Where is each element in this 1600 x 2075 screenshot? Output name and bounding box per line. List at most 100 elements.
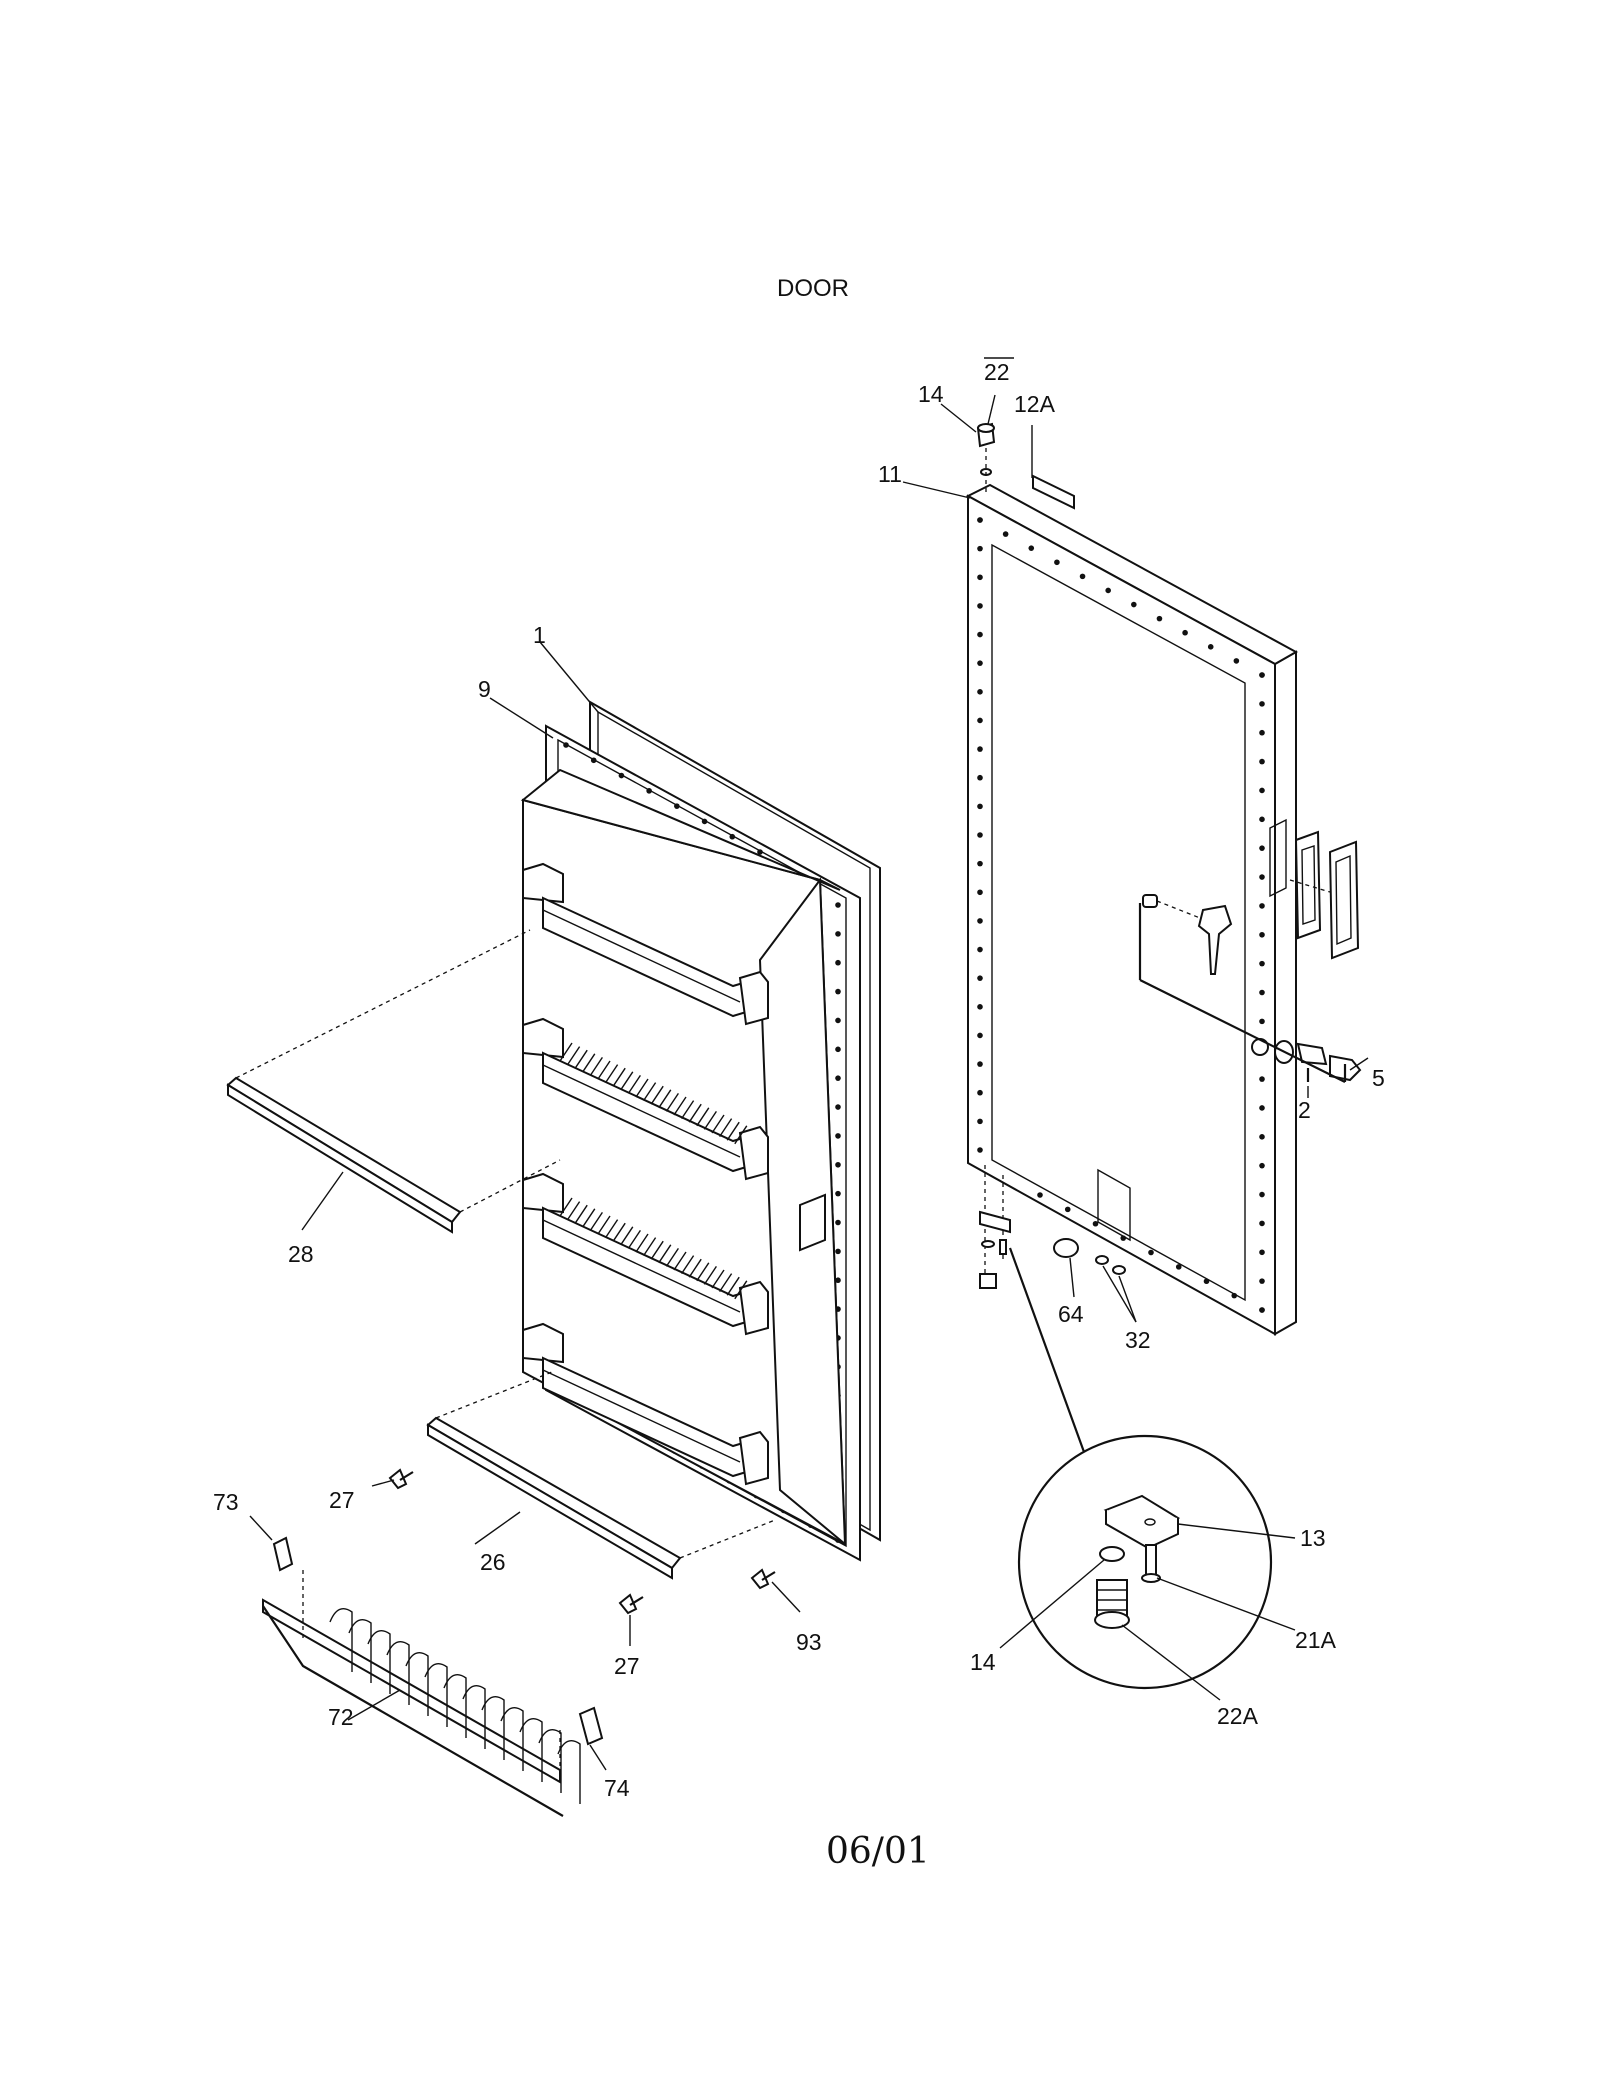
lock-assembly <box>1138 894 1362 1083</box>
bolt-hole <box>977 545 983 552</box>
liner-shelves <box>522 862 769 1486</box>
bolt-hole <box>1203 1278 1210 1285</box>
basket-rib <box>462 1685 486 1749</box>
bolt-hole <box>1259 1134 1265 1140</box>
label-2: 2 <box>1298 1097 1311 1123</box>
bolt-hole <box>1175 1264 1182 1270</box>
bolt-hole <box>977 1089 983 1096</box>
bolt-hole <box>977 1004 983 1010</box>
bolt-hole <box>701 818 708 825</box>
bolt-hole <box>977 946 983 953</box>
bolt-hole <box>977 574 983 581</box>
label-1: 1 <box>533 622 546 648</box>
bolt-hole <box>977 717 983 724</box>
bolt-hole <box>1259 1307 1265 1313</box>
bolt-hole <box>1259 931 1265 938</box>
bottom-hinge-parts <box>979 1165 1126 1453</box>
bolt-hole <box>674 803 680 809</box>
bolt-hole <box>977 603 983 609</box>
bolt-hole <box>757 849 763 855</box>
bolt-hole <box>835 1104 841 1110</box>
bolt-hole <box>618 772 625 779</box>
label-72: 72 <box>328 1704 354 1730</box>
bolt-hole <box>1259 672 1265 678</box>
label-22a: 22A <box>1217 1703 1259 1729</box>
label-9: 9 <box>478 676 491 702</box>
liner-shelf <box>522 1322 769 1486</box>
label-14-detail: 14 <box>970 1649 996 1675</box>
bolt-hole <box>1156 615 1163 622</box>
bolt-hole <box>835 1277 841 1284</box>
bolt-hole <box>977 517 983 523</box>
label-64: 64 <box>1058 1301 1084 1327</box>
outer-door-panel <box>965 483 1299 1336</box>
bolt-hole <box>1054 559 1060 566</box>
basket-rib <box>538 1729 562 1793</box>
bolt-hole <box>977 975 983 981</box>
basket-rib <box>405 1652 429 1716</box>
basket-rib <box>367 1630 391 1694</box>
basket-rib <box>329 1608 353 1672</box>
handle-assembly <box>1289 830 1360 960</box>
bolt-hole <box>1259 1278 1265 1284</box>
liner-shelf <box>522 1172 769 1336</box>
screws <box>388 1468 776 1615</box>
basket-rib <box>519 1718 543 1782</box>
bolt-hole <box>1259 729 1265 736</box>
label-11: 11 <box>878 461 902 487</box>
bolt-hole <box>977 918 983 924</box>
bolt-hole <box>1259 787 1265 794</box>
label-27-left: 27 <box>329 1487 355 1513</box>
bolt-hole <box>977 832 983 838</box>
bolt-hole <box>977 803 983 810</box>
basket-rib <box>500 1707 524 1771</box>
bolt-hole <box>835 1248 841 1255</box>
bolt-hole <box>1259 874 1265 880</box>
bolt-hole <box>1259 1018 1265 1025</box>
diagram-title: DOOR <box>777 275 849 302</box>
bolt-hole <box>729 833 736 840</box>
top-hinge-parts <box>976 422 1075 510</box>
bolt-hole <box>1259 701 1265 707</box>
bolt-hole <box>1259 903 1265 909</box>
bolt-hole <box>977 631 983 638</box>
bolt-hole <box>1182 629 1188 636</box>
label-26: 26 <box>480 1549 506 1575</box>
bolt-hole <box>977 1147 983 1153</box>
bolt-hole <box>1259 1105 1265 1111</box>
bolt-hole <box>1259 1162 1265 1169</box>
bolt-hole <box>1259 1249 1265 1256</box>
part-labels: 1 9 11 12A 14 22 5 2 64 32 13 21A 22A 14… <box>213 357 1385 1801</box>
label-27-bottom: 27 <box>614 1653 640 1679</box>
label-12a: 12A <box>1014 391 1056 417</box>
bolt-hole <box>1259 989 1265 996</box>
label-73: 73 <box>213 1489 239 1515</box>
bolt-hole <box>563 742 569 748</box>
basket-rib <box>481 1696 505 1760</box>
label-13: 13 <box>1300 1525 1326 1551</box>
liner-shelf <box>522 862 769 1026</box>
label-28: 28 <box>288 1241 314 1267</box>
footer-date: 06/01 <box>826 1831 930 1872</box>
bolt-hole <box>1259 1191 1265 1198</box>
bolt-hole <box>977 746 983 752</box>
label-21a: 21A <box>1295 1627 1337 1653</box>
bolt-hole <box>977 660 983 666</box>
liner-shelf <box>522 1017 769 1181</box>
bolt-hole <box>835 902 841 908</box>
bolt-hole <box>835 931 841 937</box>
bolt-hole <box>1105 587 1111 594</box>
bolt-hole <box>1037 1192 1043 1198</box>
bolt-hole <box>835 1161 841 1168</box>
bolt-hole <box>1028 545 1035 551</box>
bolt-hole <box>977 774 983 781</box>
label-14-top: 14 <box>918 381 944 407</box>
basket-rib <box>386 1641 410 1705</box>
bolt-hole <box>835 1075 841 1081</box>
bolt-hole <box>1259 1220 1265 1227</box>
shelf-bars <box>226 929 776 1580</box>
bolt-hole <box>1148 1249 1154 1256</box>
label-32: 32 <box>1125 1327 1151 1353</box>
bolt-hole <box>1120 1235 1127 1241</box>
